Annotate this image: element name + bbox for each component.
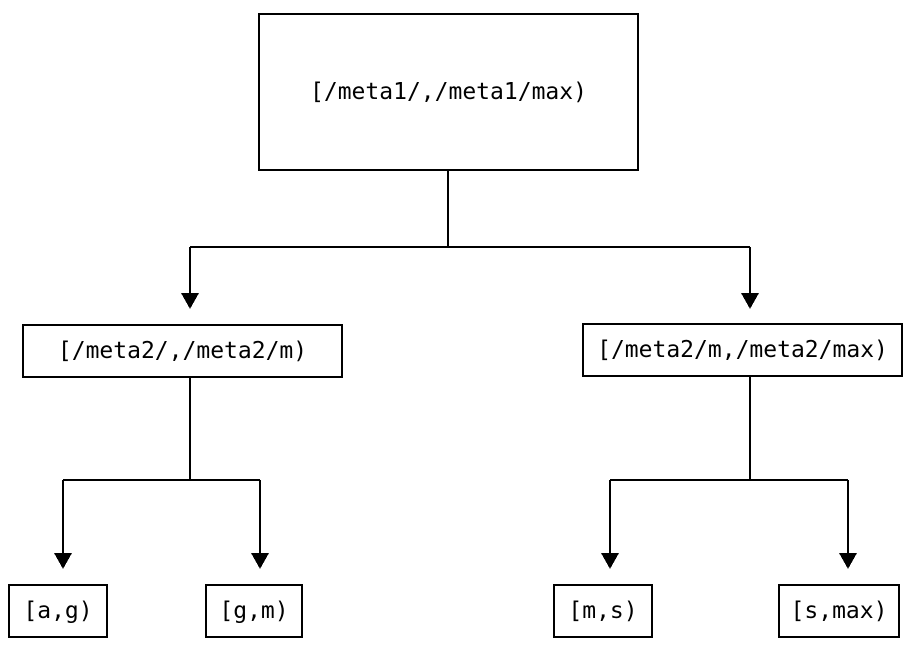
node-meta2-low-range-label: [/meta2/,/meta2/m)	[57, 337, 308, 364]
node-leaf-g-m: [g,m)	[205, 584, 303, 638]
node-leaf-m-s-label: [m,s)	[568, 597, 638, 624]
node-meta1-range: [/meta1/,/meta1/max)	[258, 13, 639, 171]
node-meta2-high-range: [/meta2/m,/meta2/max)	[582, 323, 903, 377]
arrowhead-to-leaf-ag	[54, 553, 72, 569]
node-leaf-a-g: [a,g)	[8, 584, 108, 638]
edges-left-to-leaves	[54, 378, 269, 569]
edges-right-to-leaves	[601, 377, 857, 569]
edges-root-to-children	[181, 170, 759, 309]
arrowhead-to-leaf-smax	[839, 553, 857, 569]
node-meta2-high-range-label: [/meta2/m,/meta2/max)	[597, 336, 888, 363]
node-meta1-range-label: [/meta1/,/meta1/max)	[310, 78, 587, 105]
node-leaf-s-max-label: [s,max)	[790, 597, 888, 624]
arrowhead-to-leaf-gm	[251, 553, 269, 569]
node-leaf-m-s: [m,s)	[553, 584, 653, 638]
node-leaf-g-m-label: [g,m)	[219, 597, 289, 624]
node-leaf-s-max: [s,max)	[778, 584, 900, 638]
arrowhead-to-leaf-ms	[601, 553, 619, 569]
arrowhead-to-right-child	[741, 293, 759, 309]
node-leaf-a-g-label: [a,g)	[23, 597, 93, 624]
arrowhead-to-left-child	[181, 293, 199, 309]
node-meta2-low-range: [/meta2/,/meta2/m)	[22, 324, 343, 378]
